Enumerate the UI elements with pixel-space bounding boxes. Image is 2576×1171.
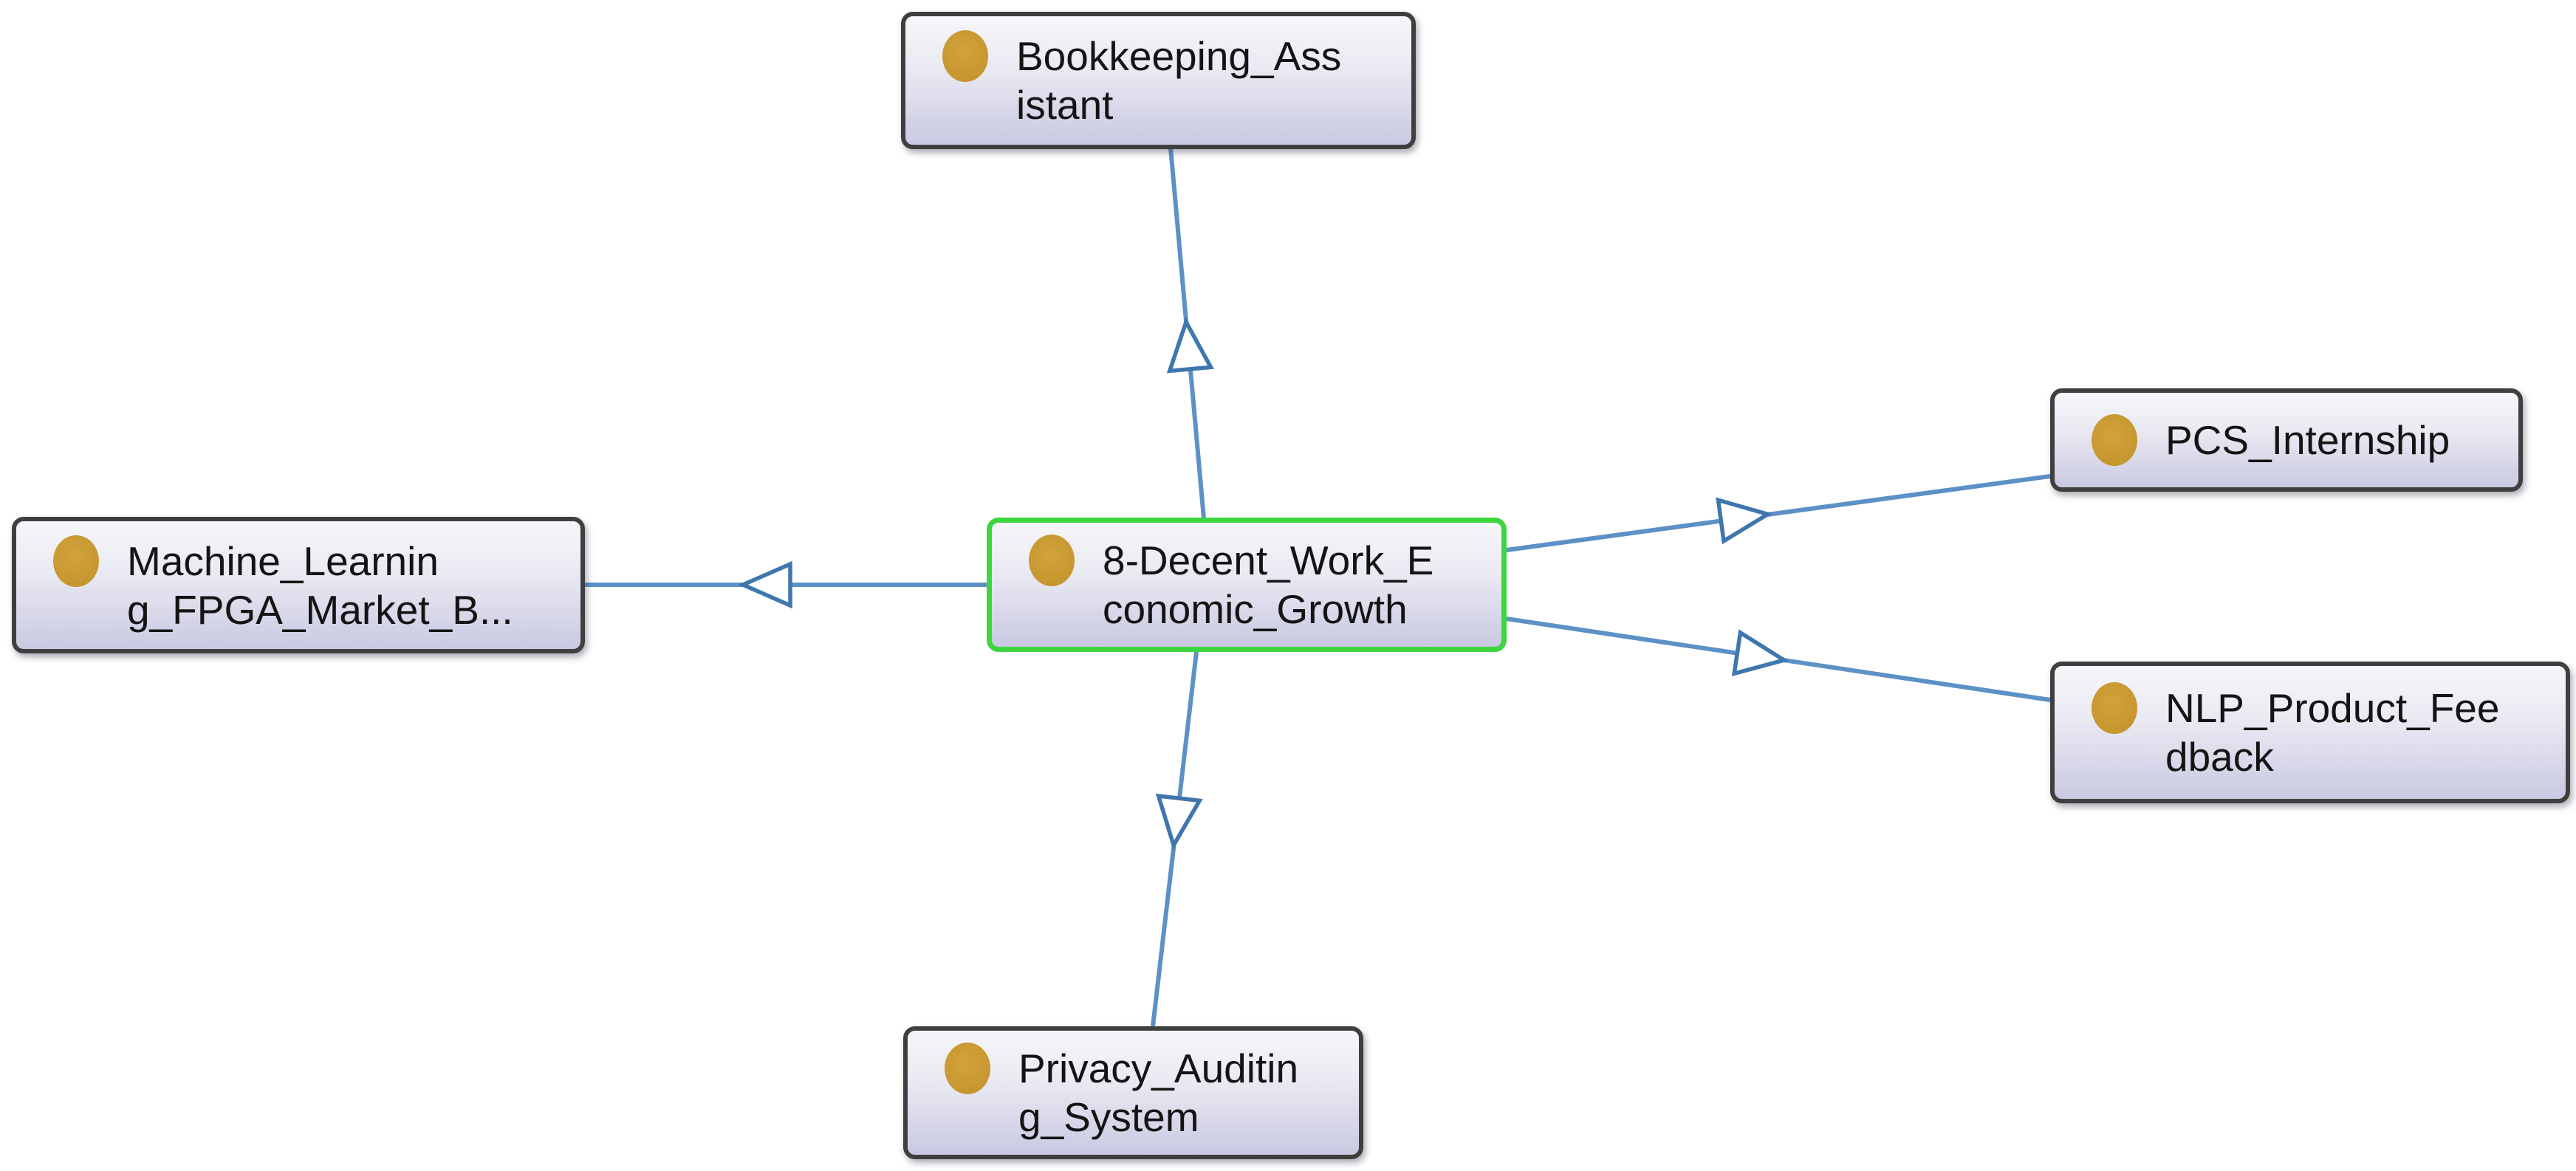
node-label: 8-Decent_Work_E conomic_Growth — [1103, 536, 1433, 633]
arrowhead-icon — [1731, 629, 1789, 677]
node-label-line: conomic_Growth — [1103, 586, 1408, 632]
node-machine-learning-fpga-market[interactable]: Machine_Learnin g_FPGA_Market_B... — [12, 517, 585, 653]
entity-circle-icon — [53, 535, 99, 587]
node-pcs-internship[interactable]: PCS_Internship — [2050, 388, 2523, 492]
node-label: Bookkeeping_Ass istant — [1016, 32, 1341, 129]
entity-circle-icon — [2092, 414, 2137, 466]
entity-circle-icon — [945, 1043, 990, 1094]
node-label-line: 8-Decent_Work_E — [1103, 538, 1434, 583]
node-label: NLP_Product_Fee dback — [2165, 684, 2500, 781]
entity-circle-icon — [2092, 682, 2137, 734]
node-label-line: g_System — [1018, 1094, 1199, 1140]
node-label: PCS_Internship — [2165, 416, 2450, 464]
node-label-line: NLP_Product_Fee — [2165, 685, 2500, 731]
edge-central-to-pcs-internship[interactable] — [1506, 474, 2051, 552]
entity-circle-icon — [942, 30, 988, 82]
node-label-line: Privacy_Auditin — [1018, 1045, 1299, 1091]
node-privacy-auditing-system[interactable]: Privacy_Auditin g_System — [903, 1026, 1363, 1159]
node-bookkeeping-assistant[interactable]: Bookkeeping_Ass istant — [901, 12, 1416, 149]
node-label-line: g_FPGA_Market_B... — [127, 586, 513, 633]
arrowhead-icon — [1155, 793, 1203, 851]
entity-circle-icon — [1029, 535, 1075, 586]
node-label: Machine_Learnin g_FPGA_Market_B... — [127, 537, 513, 634]
arrowhead-icon — [738, 560, 792, 609]
arrowhead-icon — [1716, 497, 1773, 545]
node-label: Privacy_Auditin g_System — [1018, 1044, 1298, 1141]
node-label-line: dback — [2165, 734, 2274, 780]
node-label-line: istant — [1016, 82, 1114, 128]
node-label-line: Bookkeeping_Ass — [1016, 33, 1342, 79]
node-label-line: Machine_Learnin — [127, 538, 439, 584]
node-label-line: PCS_Internship — [2165, 417, 2450, 463]
node-8-decent-work-economic-growth[interactable]: 8-Decent_Work_E conomic_Growth — [987, 518, 1507, 652]
node-nlp-product-feedback[interactable]: NLP_Product_Fee dback — [2050, 662, 2570, 803]
arrowhead-icon — [1166, 317, 1214, 374]
